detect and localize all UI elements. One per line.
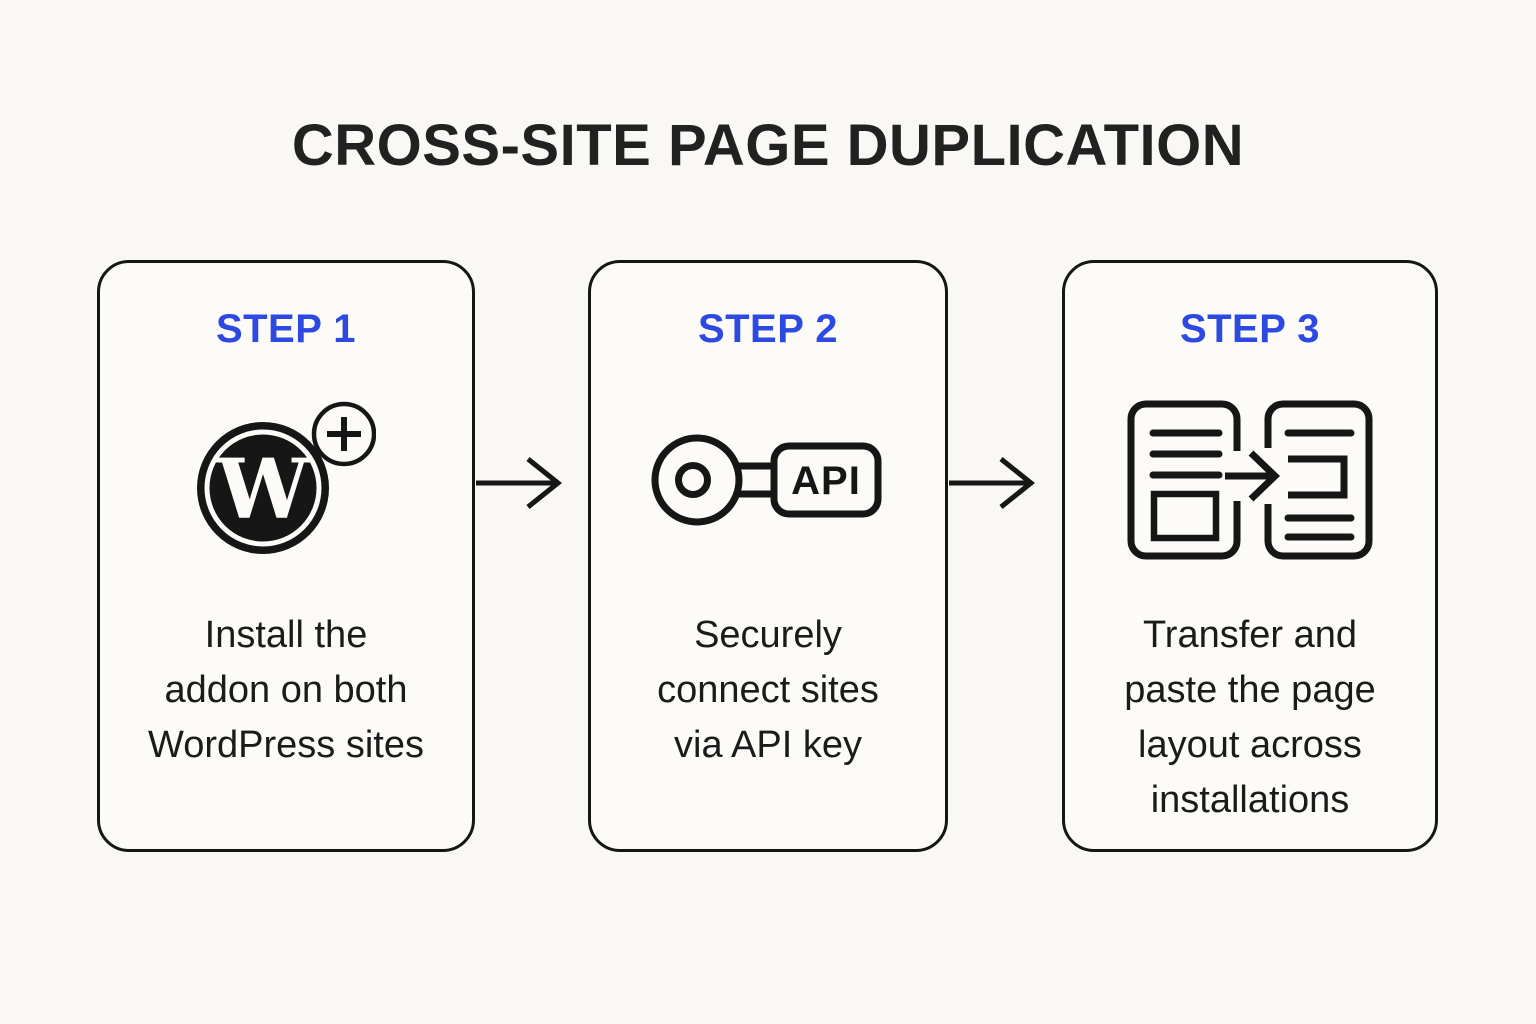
wordpress-logo-icon: W bbox=[197, 401, 376, 554]
page-transfer-icon bbox=[1125, 352, 1375, 608]
api-tag-box bbox=[770, 442, 882, 518]
api-key-icon: API bbox=[650, 352, 886, 608]
plus-badge-icon bbox=[311, 401, 376, 467]
documents-transfer-icon bbox=[1127, 400, 1373, 559]
target-document-icon bbox=[1264, 400, 1373, 559]
arrow-right-icon bbox=[949, 457, 1036, 509]
step-3-description: Transfer and paste the page layout acros… bbox=[1124, 608, 1375, 828]
card-text-line: Transfer and bbox=[1142, 614, 1358, 656]
step-1-label: STEP 1 bbox=[215, 307, 357, 351]
card-text-line: layout across bbox=[1138, 724, 1362, 766]
transfer-arrow-icon bbox=[1225, 449, 1281, 502]
api-tag-label: API bbox=[791, 459, 861, 503]
card-text-line: installations bbox=[1150, 779, 1350, 821]
key-icon: API bbox=[651, 434, 882, 526]
card-text-line: Securely bbox=[694, 614, 842, 656]
wordpress-plus-icon: W bbox=[196, 352, 376, 608]
step-3-label: STEP 3 bbox=[1179, 307, 1321, 351]
step-2-label: STEP 2 bbox=[697, 307, 839, 351]
arrow-right-icon bbox=[476, 457, 563, 509]
card-text-line: paste the page bbox=[1124, 669, 1376, 711]
step-card-3: STEP 3 bbox=[1062, 260, 1438, 852]
card-text-line: via API key bbox=[674, 724, 862, 766]
card-text-line: addon on both bbox=[164, 669, 408, 711]
step-2-description: Securely connect sites via API key bbox=[657, 608, 879, 773]
step-card-1: STEP 1 W Install the addon on both WordP… bbox=[97, 260, 475, 852]
step-1-description: Install the addon on both WordPress site… bbox=[148, 608, 424, 773]
card-text-line: WordPress sites bbox=[148, 724, 424, 766]
steps-row: STEP 1 W Install the addon on both WordP… bbox=[97, 260, 1438, 852]
card-text-line: connect sites bbox=[657, 669, 879, 711]
card-text-line: Install the bbox=[204, 614, 368, 656]
wordpress-w-letter: W bbox=[216, 442, 311, 538]
source-document-icon bbox=[1127, 400, 1241, 559]
step-card-2: STEP 2 API Securely connect sites via AP… bbox=[588, 260, 948, 852]
page-title: CROSS-SITE PAGE DUPLICATION bbox=[291, 113, 1245, 178]
